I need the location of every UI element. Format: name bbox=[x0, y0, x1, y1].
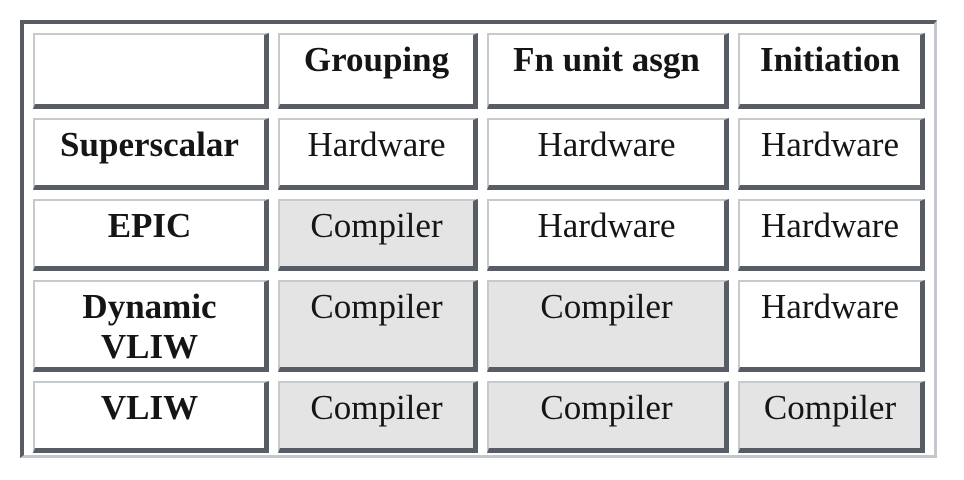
cell-superscalar-grouping: Hardware bbox=[278, 118, 478, 190]
cell-vliw-fn-unit-asgn: Compiler bbox=[487, 381, 729, 453]
cell-dynamic-vliw-grouping: Compiler bbox=[278, 280, 478, 372]
header-cell-grouping: Grouping bbox=[278, 33, 478, 109]
cell-epic-initiation: Hardware bbox=[738, 199, 925, 271]
cell-epic-grouping: Compiler bbox=[278, 199, 478, 271]
cell-vliw-initiation: Compiler bbox=[738, 381, 925, 453]
cell-dynamic-vliw-fn-unit-asgn: Compiler bbox=[487, 280, 729, 372]
architecture-comparison-table: Grouping Fn unit asgn Initiation Supersc… bbox=[24, 24, 934, 462]
cell-dynamic-vliw-initiation: Hardware bbox=[738, 280, 925, 372]
table-row-epic: EPIC Compiler Hardware Hardware bbox=[33, 199, 925, 271]
table-row-superscalar: Superscalar Hardware Hardware Hardware bbox=[33, 118, 925, 190]
row-label-superscalar: Superscalar bbox=[33, 118, 269, 190]
header-cell-initiation: Initiation bbox=[738, 33, 925, 109]
table-row-dynamic-vliw: Dynamic VLIW Compiler Compiler Hardware bbox=[33, 280, 925, 372]
cell-superscalar-initiation: Hardware bbox=[738, 118, 925, 190]
row-label-epic: EPIC bbox=[33, 199, 269, 271]
row-label-dynamic-vliw: Dynamic VLIW bbox=[33, 280, 269, 372]
cell-vliw-grouping: Compiler bbox=[278, 381, 478, 453]
cell-superscalar-fn-unit-asgn: Hardware bbox=[487, 118, 729, 190]
table-row-vliw: VLIW Compiler Compiler Compiler bbox=[33, 381, 925, 453]
header-row: Grouping Fn unit asgn Initiation bbox=[33, 33, 925, 109]
corner-cell bbox=[33, 33, 269, 109]
cell-epic-fn-unit-asgn: Hardware bbox=[487, 199, 729, 271]
row-label-vliw: VLIW bbox=[33, 381, 269, 453]
header-cell-fn-unit-asgn: Fn unit asgn bbox=[487, 33, 729, 109]
table-frame: Grouping Fn unit asgn Initiation Supersc… bbox=[20, 20, 937, 458]
